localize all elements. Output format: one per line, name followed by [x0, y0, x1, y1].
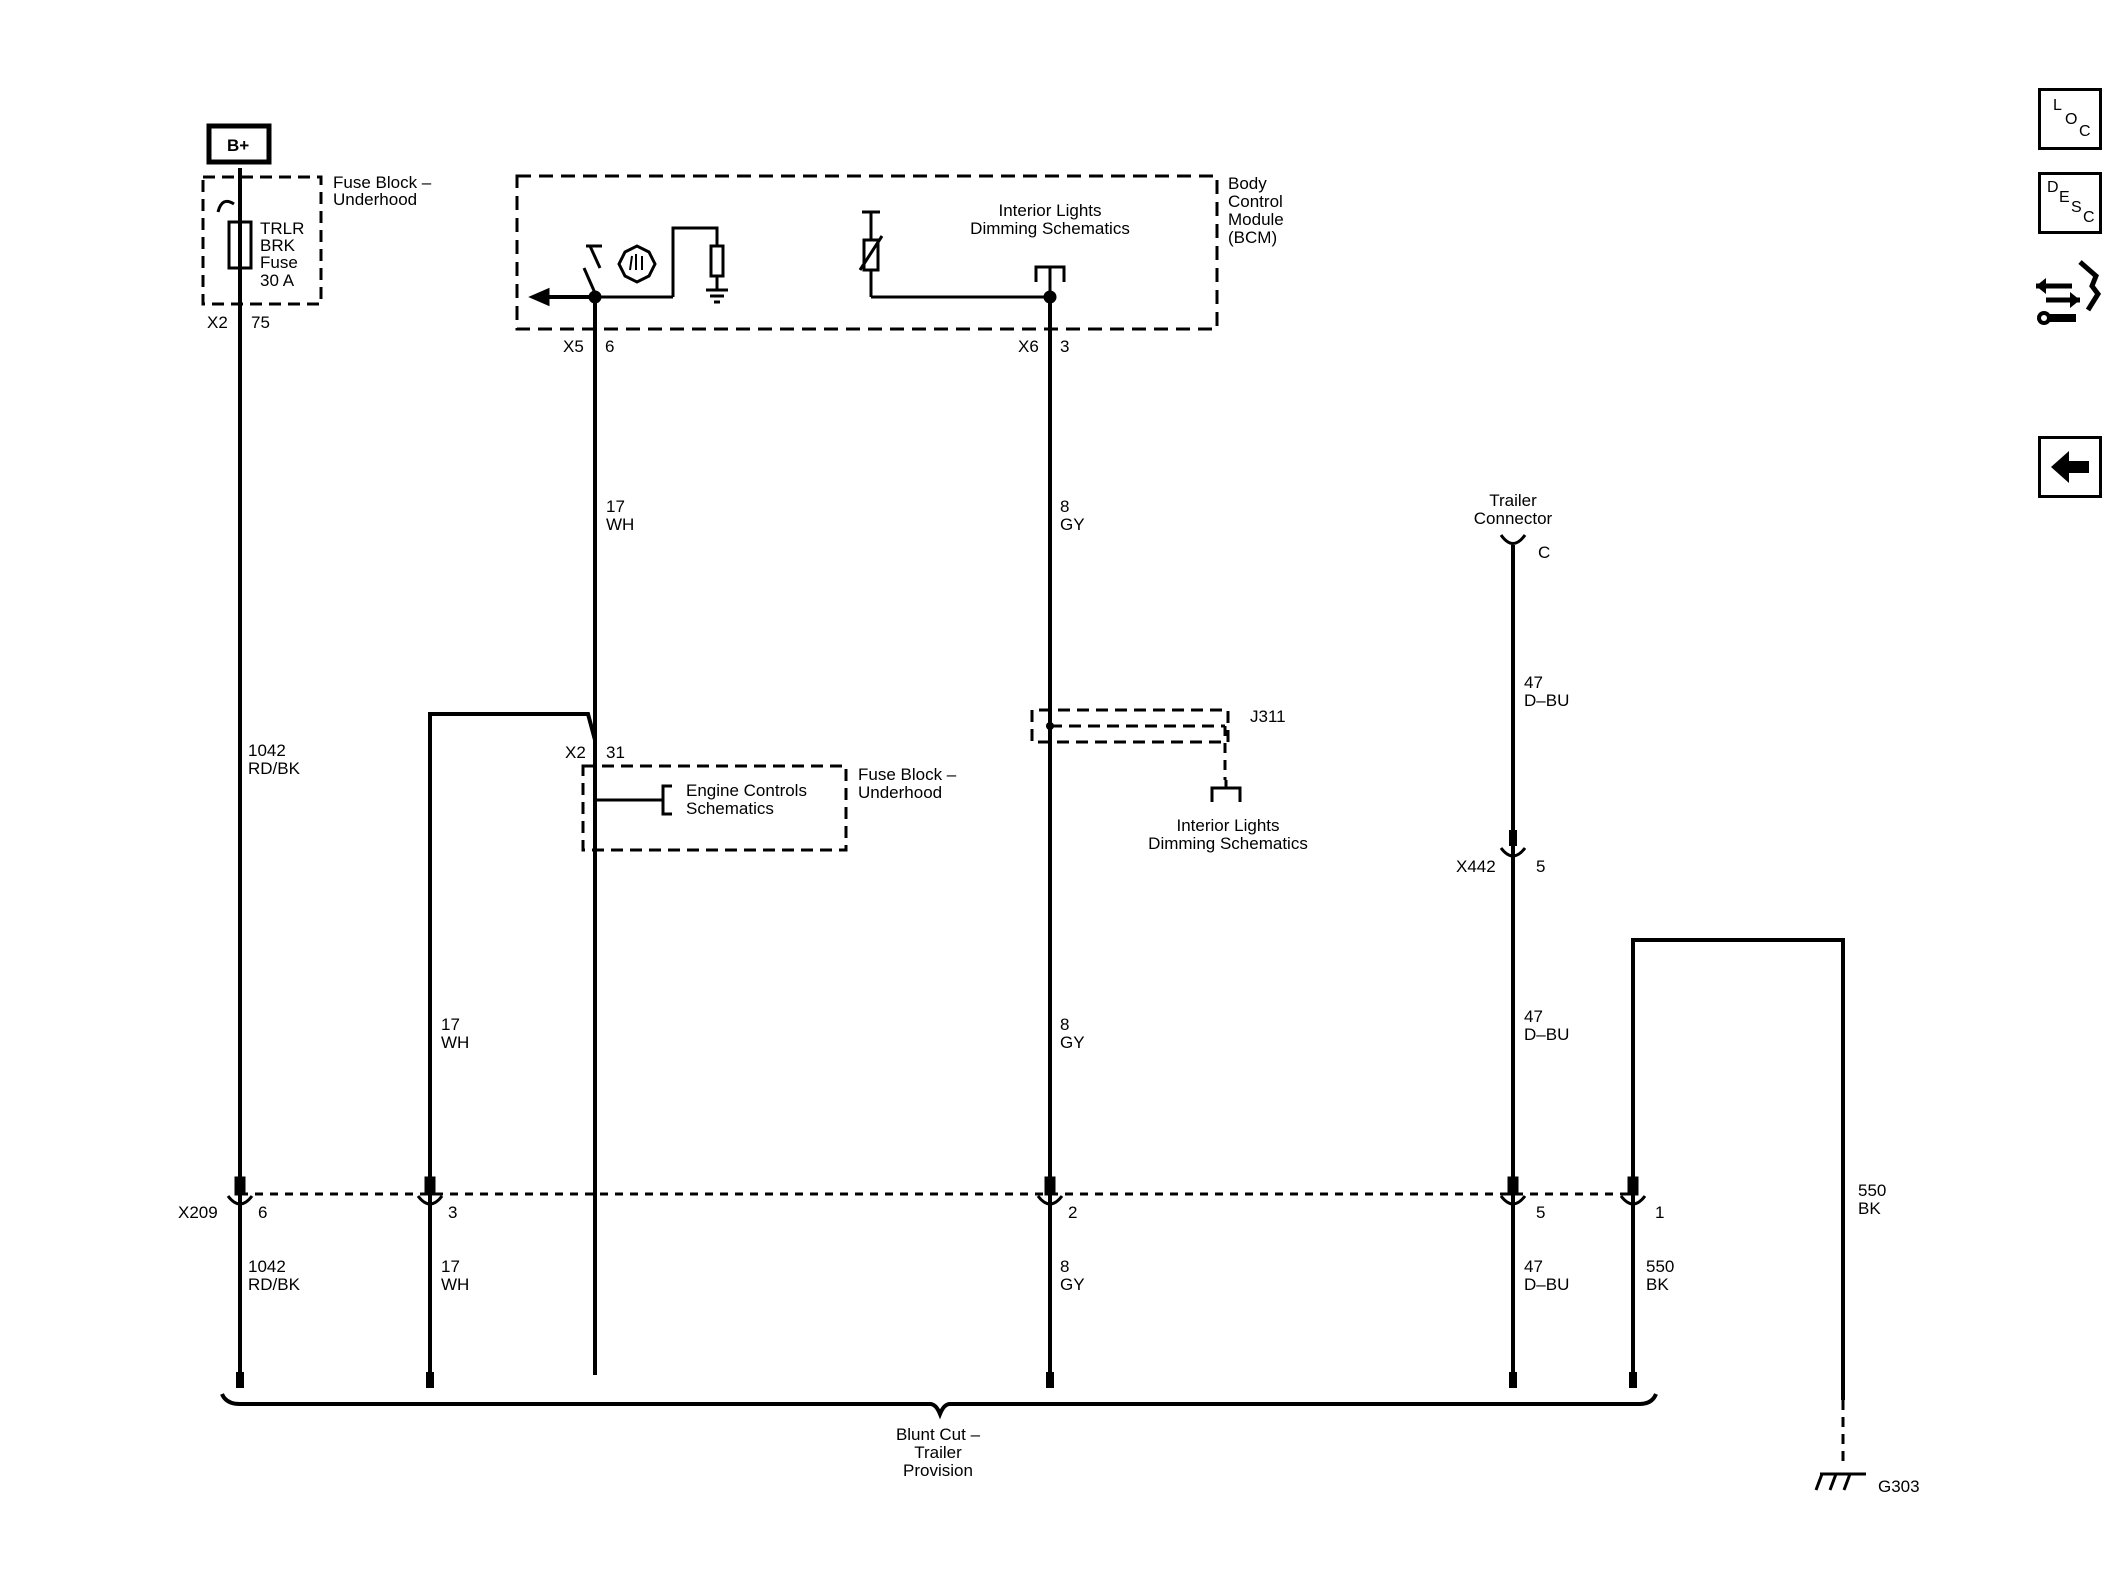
svg-text:X6: X6: [1018, 337, 1039, 356]
diagnostic-button[interactable]: [2032, 252, 2108, 336]
svg-text:1042: 1042: [248, 1257, 286, 1276]
svg-text:X2: X2: [565, 743, 586, 762]
svg-text:GY: GY: [1060, 1033, 1085, 1052]
wire-17-x209: [428, 712, 597, 1375]
svg-text:WH: WH: [606, 515, 634, 534]
bcm-box: [515, 174, 1219, 331]
trailer-connector-symbol: [1499, 534, 1527, 545]
trailer-connector-title: Trailer: [1489, 491, 1537, 510]
svg-text:550: 550: [1646, 1257, 1674, 1276]
svg-text:5: 5: [1536, 1203, 1545, 1222]
svg-text:Provision: Provision: [903, 1461, 973, 1480]
svg-text:8: 8: [1060, 497, 1069, 516]
svg-text:WH: WH: [441, 1033, 469, 1052]
fuse-block-mid-box: [581, 764, 848, 852]
svg-text:Module: Module: [1228, 210, 1284, 229]
ground-symbol: [1814, 1472, 1866, 1491]
svg-text:BRK: BRK: [260, 236, 296, 255]
svg-text:BK: BK: [1646, 1275, 1669, 1294]
svg-text:Trailer: Trailer: [914, 1443, 962, 1462]
fuse-symbol: [227, 220, 253, 270]
svg-text:8: 8: [1060, 1015, 1069, 1034]
b-plus-label: B+: [227, 136, 249, 155]
svg-text:Schematics: Schematics: [686, 799, 774, 818]
wire-550: [1631, 938, 1845, 1400]
svg-text:1042: 1042: [248, 741, 286, 760]
labels: B+ Fuse Block – Underhood TRLR BRK Fuse …: [178, 136, 1920, 1496]
svg-text:Connector: Connector: [1474, 509, 1553, 528]
svg-text:3: 3: [448, 1203, 457, 1222]
svg-text:X2: X2: [207, 313, 228, 332]
g303-label: G303: [1878, 1477, 1920, 1496]
svg-text:Underhood: Underhood: [333, 190, 417, 209]
back-button[interactable]: [2038, 436, 2102, 498]
fuse-block-top-box: [201, 175, 323, 306]
back-arrow-icon: [2051, 451, 2089, 483]
svg-text:31: 31: [606, 743, 625, 762]
svg-text:D–BU: D–BU: [1524, 1025, 1569, 1044]
svg-text:Fuse: Fuse: [260, 253, 298, 272]
svg-text:Engine Controls: Engine Controls: [686, 781, 807, 800]
svg-text:X5: X5: [563, 337, 584, 356]
svg-text:17: 17: [441, 1015, 460, 1034]
loc-button[interactable]: L O C: [2038, 88, 2102, 150]
svg-text:(BCM): (BCM): [1228, 228, 1277, 247]
svg-text:3: 3: [1060, 337, 1069, 356]
svg-text:17: 17: [606, 497, 625, 516]
svg-text:GY: GY: [1060, 515, 1085, 534]
j311-splice-dot: [1046, 722, 1054, 730]
svg-text:TRLR: TRLR: [260, 219, 304, 238]
b-plus-box: [206, 123, 272, 165]
svg-text:6: 6: [258, 1203, 267, 1222]
diagnostic-icon: [2036, 260, 2102, 325]
svg-text:47: 47: [1524, 1007, 1543, 1026]
fuse-block-top-title: Fuse Block –: [333, 173, 432, 192]
bcm-title: Body: [1228, 174, 1267, 193]
svg-text:Dimming Schematics: Dimming Schematics: [970, 219, 1130, 238]
svg-text:17: 17: [441, 1257, 460, 1276]
svg-text:30 A: 30 A: [260, 271, 295, 290]
svg-text:Control: Control: [1228, 192, 1283, 211]
svg-text:6: 6: [605, 337, 614, 356]
svg-text:75: 75: [251, 313, 270, 332]
x442-label: X442: [1456, 857, 1496, 876]
x209-label: X209: [178, 1203, 218, 1222]
x209-pins: [226, 1176, 1647, 1206]
svg-text:47: 47: [1524, 1257, 1543, 1276]
svg-text:8: 8: [1060, 1257, 1069, 1276]
svg-text:2: 2: [1068, 1203, 1077, 1222]
blunt-cut-brace: [220, 1393, 1658, 1420]
j311-box: [1030, 708, 1230, 744]
svg-text:C: C: [1538, 543, 1550, 562]
blunt-cut-label: Blunt Cut –: [896, 1425, 981, 1444]
svg-text:Underhood: Underhood: [858, 783, 942, 802]
j311-label: J311: [1250, 707, 1286, 726]
svg-text:WH: WH: [441, 1275, 469, 1294]
svg-text:Interior Lights: Interior Lights: [999, 201, 1102, 220]
svg-text:Dimming Schematics: Dimming Schematics: [1148, 834, 1308, 853]
svg-text:5: 5: [1536, 857, 1545, 876]
svg-text:D–BU: D–BU: [1524, 691, 1569, 710]
svg-text:D–BU: D–BU: [1524, 1275, 1569, 1294]
svg-text:1: 1: [1655, 1203, 1664, 1222]
svg-text:550: 550: [1858, 1181, 1886, 1200]
fuse-block-mid-title: Fuse Block –: [858, 765, 957, 784]
svg-text:GY: GY: [1060, 1275, 1085, 1294]
svg-text:BK: BK: [1858, 1199, 1881, 1218]
wire-17-fuse-block: [593, 297, 660, 802]
svg-text:Interior Lights: Interior Lights: [1177, 816, 1280, 835]
desc-button[interactable]: D E S C: [2038, 172, 2102, 234]
svg-text:RD/BK: RD/BK: [248, 1275, 301, 1294]
svg-text:47: 47: [1524, 673, 1543, 692]
svg-text:RD/BK: RD/BK: [248, 759, 301, 778]
